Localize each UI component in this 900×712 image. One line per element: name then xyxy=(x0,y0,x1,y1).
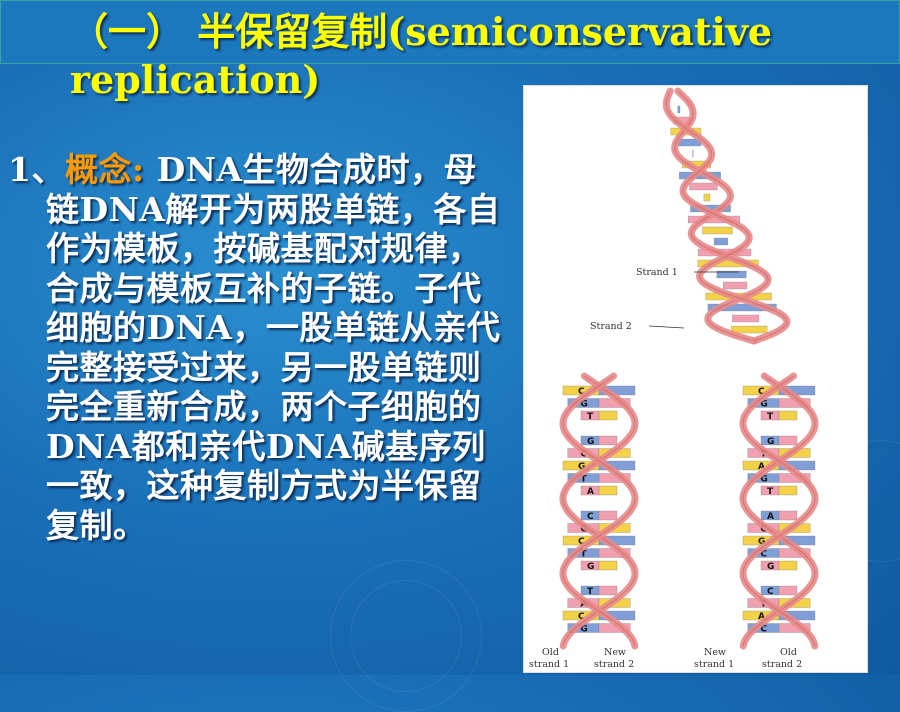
right-daughter-base-letter: C xyxy=(760,550,767,560)
right-daughter-base-letter: G xyxy=(760,400,767,410)
left-daughter-base-letter: T xyxy=(580,475,587,485)
title-line-2: replication) xyxy=(70,57,321,102)
right-daughter-base-letter: G xyxy=(767,562,774,572)
concept-keyword: 概念: xyxy=(64,150,145,189)
bottom-label-4-line2: strand 2 xyxy=(762,659,802,670)
right-daughter-base-letter: C xyxy=(767,587,774,597)
bottom-label-3: New strand 1 xyxy=(694,647,734,670)
left-daughter-base-letter: G xyxy=(587,562,594,572)
left-daughter-strand-b-edge xyxy=(562,375,636,647)
bottom-label-1-line2: strand 1 xyxy=(529,659,569,670)
left-daughter-base-letter: C xyxy=(587,512,594,522)
title-bar xyxy=(0,0,900,64)
bottom-label-1: Old strand 1 xyxy=(529,647,569,670)
right-daughter-base-letter: T xyxy=(767,412,774,422)
base-pair-rung xyxy=(723,281,748,290)
bottom-label-2-line1: New xyxy=(604,647,626,658)
base-pair-rung xyxy=(702,226,733,235)
concept-body: DNA生物合成时，母链DNA解开为两股单链，各自作为模板，按碱基配对规律，合成与… xyxy=(46,150,501,545)
strand-2-label: Strand 2 xyxy=(590,321,632,332)
right-daughter-base-letter: C xyxy=(760,625,767,635)
right-daughter-base-letter: A xyxy=(758,462,765,472)
bottom-label-2-line2: strand 2 xyxy=(594,659,634,670)
concept-paragraph: 1、概念: DNA生物合成时，母链DNA解开为两股单链，各自作为模板，按碱基配对… xyxy=(8,150,508,545)
right-daughter-base-letter: G xyxy=(758,537,765,547)
bottom-label-3-line2: strand 1 xyxy=(694,659,734,670)
parent-strand-2-edge xyxy=(665,90,788,342)
bottom-label-2: New strand 2 xyxy=(594,647,634,670)
left-daughter-base-letter: T xyxy=(587,587,594,597)
concept-text: 1、概念: DNA生物合成时，母链DNA解开为两股单链，各自作为模板，按碱基配对… xyxy=(8,150,508,545)
left-daughter-base-right xyxy=(598,485,618,496)
right-daughter-base-right xyxy=(778,585,798,596)
base-pair-rung xyxy=(707,303,777,312)
right-daughter-base-right xyxy=(778,410,798,421)
bottom-label-4-line1: Old xyxy=(780,647,797,658)
left-daughter-base-letter: T xyxy=(580,550,587,560)
left-daughter-base-right xyxy=(598,410,618,421)
left-daughter-base-right xyxy=(598,435,618,446)
left-daughter-base-letter: G xyxy=(580,400,587,410)
right-daughter-strand-b-edge xyxy=(742,375,816,647)
base-pair-rung xyxy=(677,105,681,114)
base-pair-rung xyxy=(713,237,729,246)
left-daughter-base-letter: G xyxy=(587,437,594,447)
right-daughter-strand-a-edge xyxy=(742,375,816,647)
left-daughter-base-letter: T xyxy=(587,412,594,422)
base-pair-rung xyxy=(692,149,694,158)
left-daughter-base-letter: C xyxy=(578,387,585,397)
right-daughter-base-letter: A xyxy=(758,612,765,622)
item-number: 1、 xyxy=(8,150,65,189)
background-ripple xyxy=(350,580,462,692)
left-daughter-base-letter: G xyxy=(578,462,585,472)
slide-title: （一） 半保留复制(semiconservative replication) xyxy=(70,8,830,104)
strand-1-label: Strand 1 xyxy=(636,267,678,278)
right-daughter-base-letter: C xyxy=(758,387,765,397)
base-pair-rung xyxy=(732,314,760,323)
left-daughter-base-letter: C xyxy=(578,612,585,622)
title-line-1: （一） 半保留复制(semiconservative xyxy=(70,9,773,54)
right-daughter-base-letter: G xyxy=(760,475,767,485)
left-daughter-base-letter: C xyxy=(578,537,585,547)
left-daughter-base-right xyxy=(598,560,618,571)
right-daughter-base-right xyxy=(778,560,798,571)
right-daughter-base-letter: G xyxy=(767,437,774,447)
right-daughter-base-letter: T xyxy=(767,487,774,497)
right-daughter-base-right xyxy=(778,485,798,496)
left-daughter-base-letter: A xyxy=(587,487,594,497)
right-daughter-base-letter: A xyxy=(767,512,774,522)
base-pair-rung xyxy=(716,270,747,279)
base-pair-rung xyxy=(703,193,711,202)
left-daughter-strand-a-edge xyxy=(562,375,636,647)
bottom-label-1-line1: Old xyxy=(542,647,559,658)
base-pair-rung xyxy=(689,182,718,191)
bottom-label-4: Old strand 2 xyxy=(762,647,802,670)
bottom-label-3-line1: New xyxy=(704,647,726,658)
base-pair-rung xyxy=(731,325,768,334)
left-daughter-base-right xyxy=(598,510,618,521)
left-daughter-base-right xyxy=(598,585,618,596)
left-daughter-base-letter: G xyxy=(580,625,587,635)
right-daughter-base-right xyxy=(778,435,798,446)
right-daughter-base-right xyxy=(778,510,798,521)
